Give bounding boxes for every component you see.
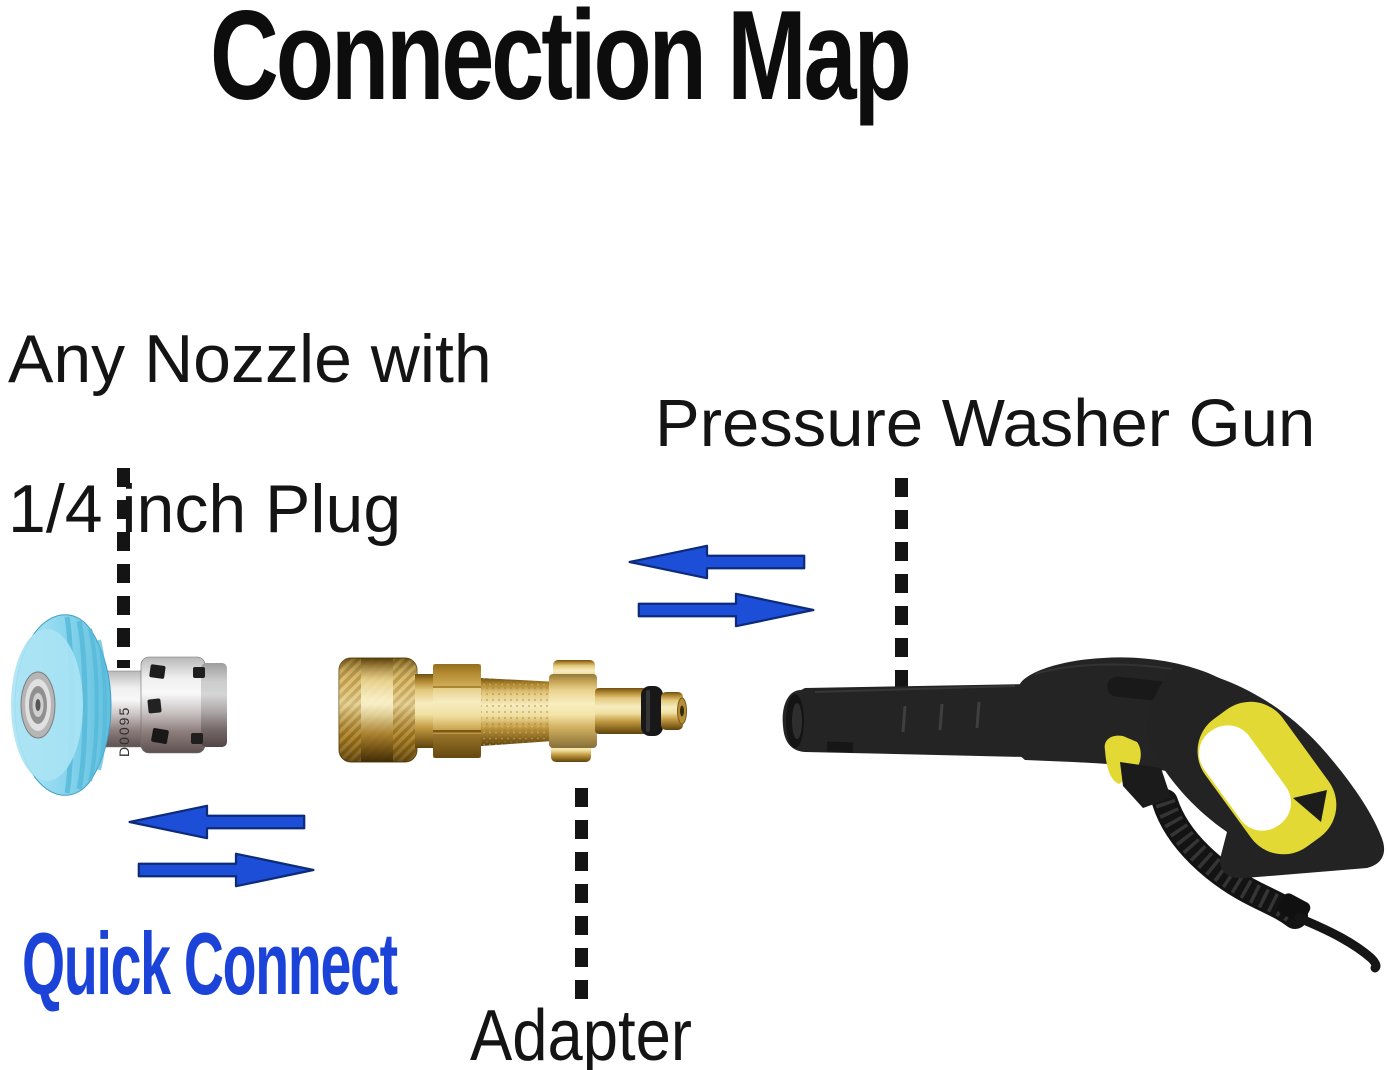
page-title: Connection Map (210, 0, 912, 126)
nozzle-plug: D0095 (99, 656, 227, 757)
arrow-left-icon (128, 804, 306, 840)
gun-trigger (1120, 762, 1171, 808)
arrow-left-icon (628, 544, 806, 580)
nozzle-dashed-pointer-line (117, 468, 130, 668)
arrow-right-icon (137, 852, 315, 888)
gun-dashed-pointer-line (895, 478, 908, 689)
gun-grip (1146, 666, 1385, 879)
adapter-annotation: Adapter (470, 996, 692, 1070)
nozzle-cap (11, 614, 112, 796)
gun-annotation: Pressure Washer Gun (655, 386, 1316, 461)
arrow-right-icon (637, 592, 815, 628)
nozzle-graphic: D0095 (11, 614, 227, 796)
nozzle-face-button (20, 671, 56, 739)
gun-grip-opening (1198, 725, 1292, 831)
adapter-neck (415, 674, 435, 748)
gun-graphic (782, 657, 1385, 973)
adapter-end (661, 692, 687, 730)
adapter-dashed-pointer-line (575, 788, 588, 1005)
adapter-tip (595, 688, 647, 734)
gun-barrel (782, 684, 1028, 757)
quick-connect-annotation: Quick Connect (22, 914, 398, 1013)
gun-hose (1152, 789, 1381, 973)
adapter-hex-nut (433, 664, 481, 758)
nozzle-annotation: Any Nozzle with 1/4 inch Plug (8, 322, 492, 547)
gun-trigger-area (1104, 735, 1171, 808)
nozzle-marking-text: D0095 (116, 706, 132, 757)
gun-grip-notch (1293, 790, 1327, 822)
adapter-o-ring (641, 686, 663, 736)
adapter-bayonet-flange (549, 660, 597, 762)
adapter-quick-connect-collar (338, 657, 418, 763)
nozzle-annotation-line1: Any Nozzle with (8, 321, 492, 397)
nozzle-annotation-line2: 1/4 inch Plug (8, 471, 402, 547)
gun-cable (1294, 913, 1381, 973)
adapter-graphic (338, 657, 687, 763)
